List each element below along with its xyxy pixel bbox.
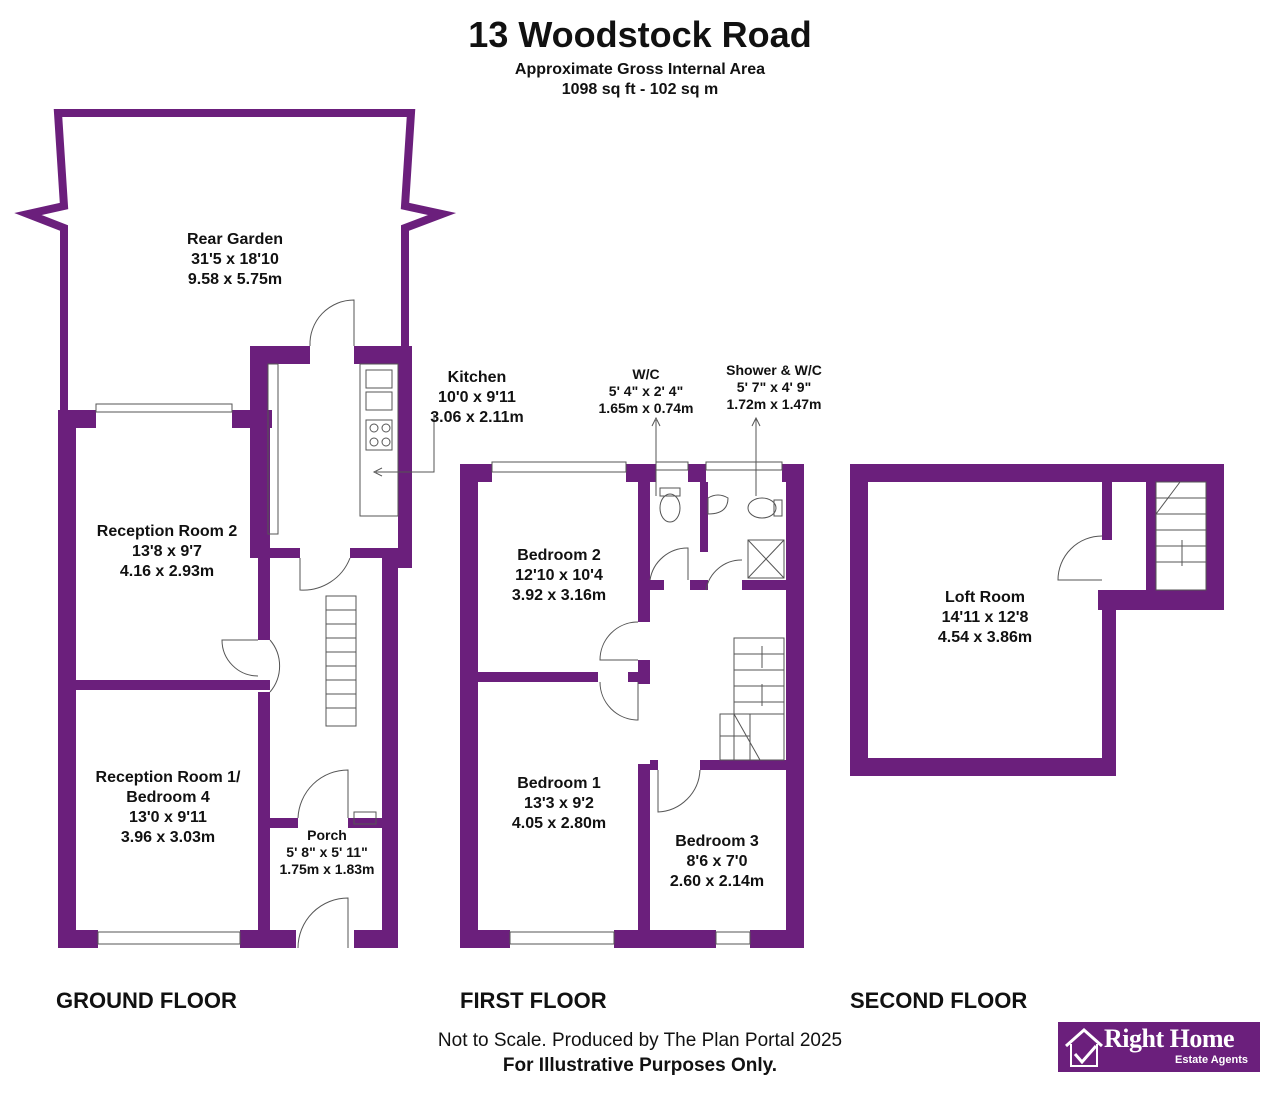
room-label-reception-1: Reception Room 1/ Bedroom 4 13'0 x 9'11 … (95, 769, 241, 846)
logo-brand: Right Home (1104, 1024, 1235, 1053)
page-subtitle: Approximate Gross Internal Area 1098 sq … (0, 60, 1280, 100)
room-label-kitchen: Kitchen 10'0 x 9'11 3.06 x 2.11m (430, 369, 524, 426)
room-label-loft: Loft Room 14'11 x 12'8 4.54 x 3.86m (937, 589, 1033, 646)
scale-disclaimer: Not to Scale. Produced by The Plan Porta… (437, 1030, 843, 1051)
garden-boundary (14, 109, 457, 410)
room-label-bedroom-3: Bedroom 3 8'6 x 7'0 2.60 x 2.14m (669, 833, 765, 890)
page-title: 13 Woodstock Road (468, 14, 812, 55)
second-floor-plan (850, 464, 1224, 776)
house-check-icon (1065, 1027, 1103, 1067)
ground-floor-fixtures (95, 299, 399, 949)
first-floor-fixtures (372, 414, 785, 945)
floor-label-second: SECOND FLOOR (850, 988, 1028, 1013)
logo-tagline: Estate Agents (1175, 1054, 1248, 1066)
ground-floor-plan (14, 109, 457, 948)
room-label-reception-2: Reception Room 2 13'8 x 9'7 4.16 x 2.93m (96, 523, 238, 580)
second-floor-fixtures (1057, 481, 1207, 591)
illustrative-disclaimer: For Illustrative Purposes Only. (502, 1055, 778, 1076)
agent-logo: Right Home Estate Agents (1058, 1022, 1260, 1072)
room-label-shower-wc: Shower & W/C 5' 7" x 4' 9" 1.72m x 1.47m (726, 362, 822, 412)
room-label-rear-garden: Rear Garden 31'5 x 18'10 9.58 x 5.75m (186, 231, 284, 288)
room-label-porch: Porch 5' 8" x 5' 11" 1.75m x 1.83m (279, 827, 375, 877)
first-floor-plan (460, 464, 804, 948)
floor-label-ground: GROUND FLOOR (56, 988, 237, 1013)
gross-area-value: 1098 sq ft - 102 sq m (561, 81, 719, 98)
gross-area-label: Approximate Gross Internal Area (514, 61, 766, 78)
room-label-bedroom-1: Bedroom 1 13'3 x 9'2 4.05 x 2.80m (511, 775, 607, 832)
floor-label-first: FIRST FLOOR (460, 988, 607, 1013)
room-label-bedroom-2: Bedroom 2 12'10 x 10'4 3.92 x 3.16m (511, 547, 607, 604)
room-label-wc: W/C 5' 4" x 2' 4" 1.65m x 0.74m (598, 366, 694, 416)
